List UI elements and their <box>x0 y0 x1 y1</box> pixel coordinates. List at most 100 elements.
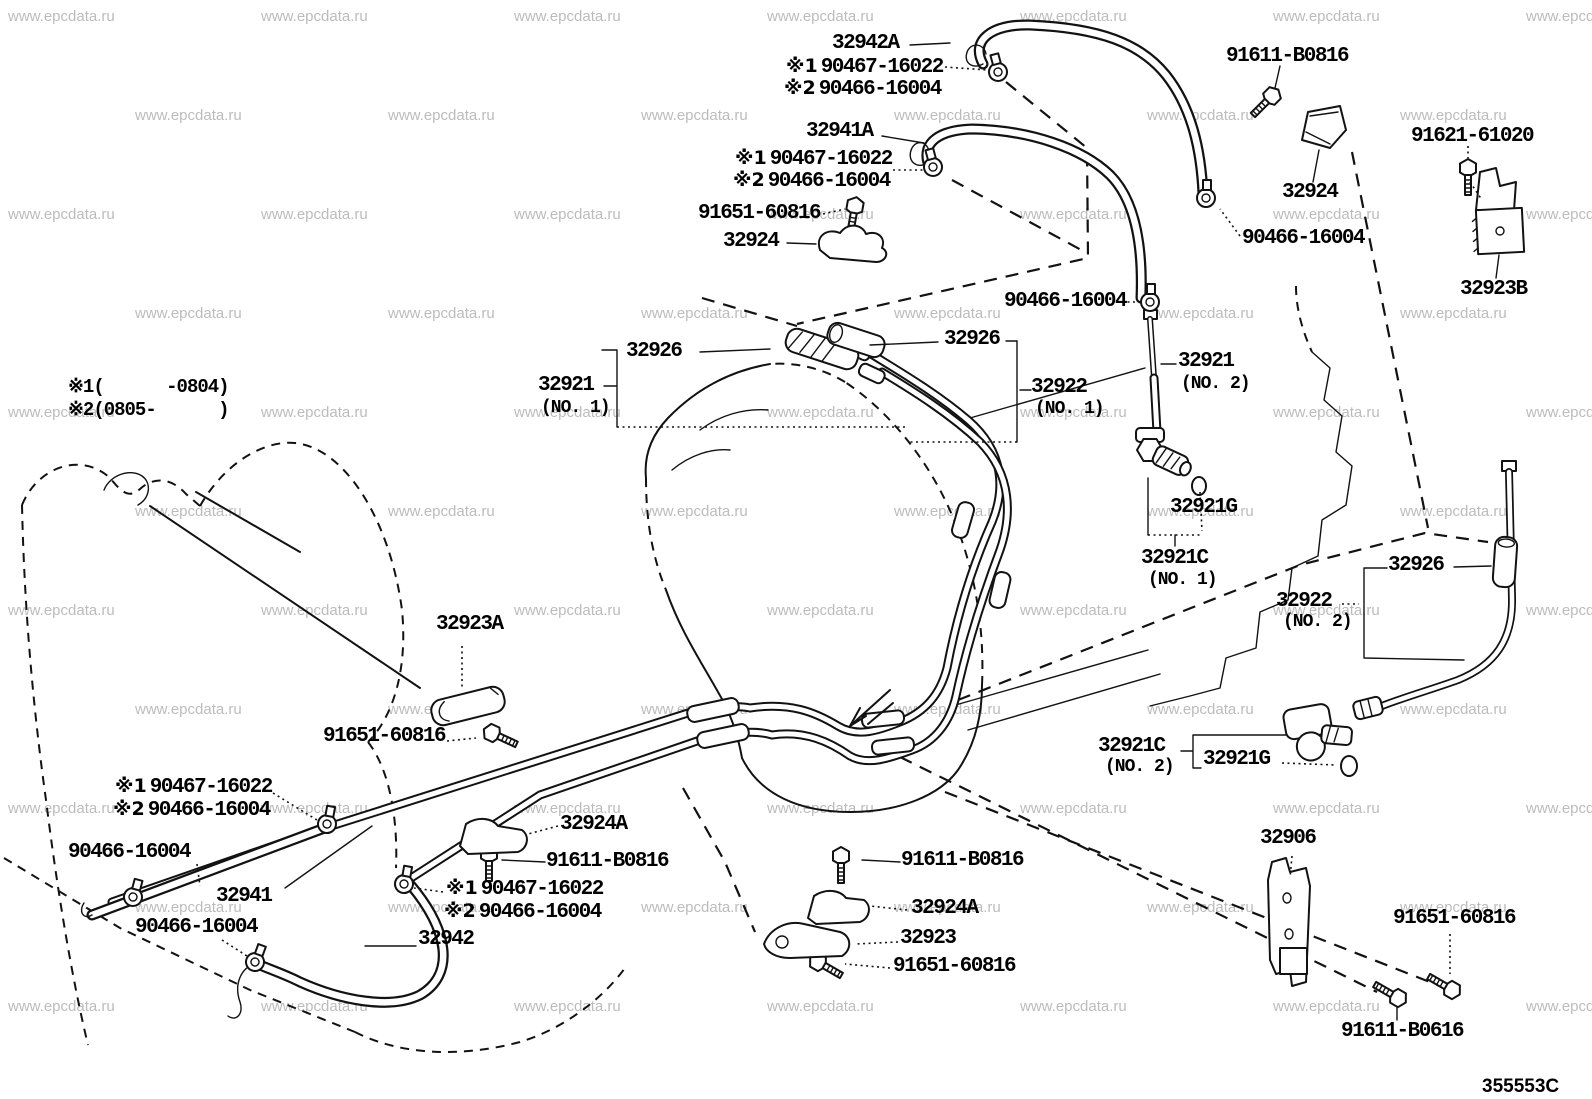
watermark: www.epcdata.ru <box>135 503 242 520</box>
watermark: www.epcdata.ru <box>514 602 621 619</box>
watermark: www.epcdata.ru <box>641 305 748 322</box>
part-label-90466-16004-bl1: 90466-16004 <box>68 841 192 864</box>
watermark: www.epcdata.ru <box>8 800 115 817</box>
watermark: www.epcdata.ru <box>1147 503 1254 520</box>
part-label-32926-left: 32926 <box>626 340 683 363</box>
watermark: www.epcdata.ru <box>514 998 621 1015</box>
watermark: www.epcdata.ru <box>1147 107 1254 124</box>
part-label-32922-no1: 32922 <box>1031 376 1088 399</box>
watermark: www.epcdata.ru <box>514 404 621 421</box>
hose-clamps <box>123 52 1216 972</box>
watermark: www.epcdata.ru <box>1400 899 1507 916</box>
watermark: www.epcdata.ru <box>8 8 115 25</box>
part-label-32924a-2: 32924A <box>911 897 979 920</box>
watermark: www.epcdata.ru <box>1020 206 1127 223</box>
watermark: www.epcdata.ru <box>8 206 115 223</box>
hose-32941A <box>909 123 1147 304</box>
watermark: www.epcdata.ru <box>135 701 242 718</box>
part-label-32921-no1: 32921 <box>538 374 595 397</box>
hose-32942A <box>965 19 1209 200</box>
leader-lines <box>196 42 1500 1021</box>
connector-32926-left <box>784 327 860 371</box>
watermark: www.epcdata.ru <box>1020 404 1127 421</box>
watermark: www.epcdata.ru <box>1400 305 1507 322</box>
watermark: www.epcdata.ru <box>1020 998 1127 1015</box>
part-sublabel-32921-no1: (NO. 1) <box>541 398 611 418</box>
watermark: www.epcdata.ru <box>1147 899 1254 916</box>
watermark: www.epcdata.ru <box>1273 206 1380 223</box>
watermark: www.epcdata.ru <box>388 899 495 916</box>
watermark: www.epcdata.ru <box>767 404 874 421</box>
part-label-32906: 32906 <box>1260 827 1317 850</box>
watermark: www.epcdata.ru <box>641 107 748 124</box>
part-label-91621-61020: 91621-61020 <box>1411 125 1535 148</box>
part-label-32942a: 32942A <box>832 32 900 55</box>
watermark: www.epcdata.ru <box>135 899 242 916</box>
watermark: www.epcdata.ru <box>388 107 495 124</box>
part-label-32921g-no2: 32921G <box>1203 748 1271 771</box>
part-label-32926-right: 32926 <box>1388 554 1445 577</box>
oil-cooler-tubes <box>107 347 1012 907</box>
part-label-91651-60816-botright: 91651-60816 <box>1393 907 1517 930</box>
applicability-note-2: ※2(0805- ) <box>68 399 230 421</box>
part-label-32924-right: 32924 <box>1282 181 1339 204</box>
part-label-32924a-1: 32924A <box>560 813 628 836</box>
watermark: www.epcdata.ru <box>767 602 874 619</box>
watermark: www.epcdata.ru <box>135 305 242 322</box>
watermark: www.epcdata.ru <box>641 503 748 520</box>
part-label-90466-16004-mid: 90466-16004 <box>1004 290 1128 313</box>
housing-left-outline <box>3 441 626 1054</box>
oring-32921G-no1 <box>1191 476 1207 496</box>
watermark: www.epcdata.ru <box>894 899 1001 916</box>
part-label-32921-no2: 32921 <box>1178 350 1235 373</box>
watermark: www.epcdata.ru <box>1273 998 1380 1015</box>
elbow-32921C-no2 <box>1282 703 1353 762</box>
part-label-32941: 32941 <box>216 885 273 908</box>
watermark: www.epcdata.ru <box>514 8 621 25</box>
watermark: www.epcdata.ru <box>1526 404 1592 421</box>
watermark: www.epcdata.ru <box>1020 602 1127 619</box>
watermark: www.epcdata.ru <box>1526 998 1592 1015</box>
direction-arrow <box>849 689 894 727</box>
part-sublabel-32922-no1: (NO. 1) <box>1035 399 1105 419</box>
part-label-90466-16004-bl2: 90466-16004 <box>135 916 259 939</box>
watermark: www.epcdata.ru <box>1273 404 1380 421</box>
watermark: www.epcdata.ru <box>8 404 115 421</box>
watermark: www.epcdata.ru <box>514 800 621 817</box>
part-label-32921g-no1: 32921G <box>1170 496 1238 519</box>
watermark: www.epcdata.ru <box>1400 107 1507 124</box>
bracket-32906 <box>1267 857 1311 987</box>
part-label-32921c-no2: 32921C <box>1098 735 1166 758</box>
part-label-32922-no2: 32922 <box>1276 590 1333 613</box>
part-label-32942: 32942 <box>418 928 475 951</box>
watermark: www.epcdata.ru <box>894 305 1001 322</box>
watermark: www.epcdata.ru <box>1273 800 1380 817</box>
part-label-90466-16004-right: 90466-16004 <box>1242 227 1366 250</box>
watermark: www.epcdata.ru <box>1400 701 1507 718</box>
watermark: www.epcdata.ru <box>514 206 621 223</box>
watermark: www.epcdata.ru <box>641 899 748 916</box>
figure-code: 355553C <box>1482 1076 1560 1097</box>
watermark: www.epcdata.ru <box>1526 206 1592 223</box>
watermark: www.epcdata.ru <box>767 8 874 25</box>
watermark: www.epcdata.ru <box>261 998 368 1015</box>
part-label-32923b: 32923B <box>1460 278 1528 301</box>
part-sublabel-32922-no2: (NO. 2) <box>1283 612 1353 632</box>
tube-unions <box>686 339 1012 756</box>
part-label-91611-b0816-botmid: 91611-B0816 <box>546 850 670 873</box>
pipe-32921-no2 <box>1143 309 1162 437</box>
watermark: www.epcdata.ru <box>261 206 368 223</box>
part-label-91651-60816-top: 91651-60816 <box>698 202 822 225</box>
part-label-32941a: 32941A <box>806 120 874 143</box>
watermark: www.epcdata.ru <box>1020 800 1127 817</box>
part-sublabel-32921c-no1: (NO. 1) <box>1148 570 1218 590</box>
part-sublabel-32921-no2: (NO. 2) <box>1181 374 1251 394</box>
watermark: www.epcdata.ru <box>1147 305 1254 322</box>
